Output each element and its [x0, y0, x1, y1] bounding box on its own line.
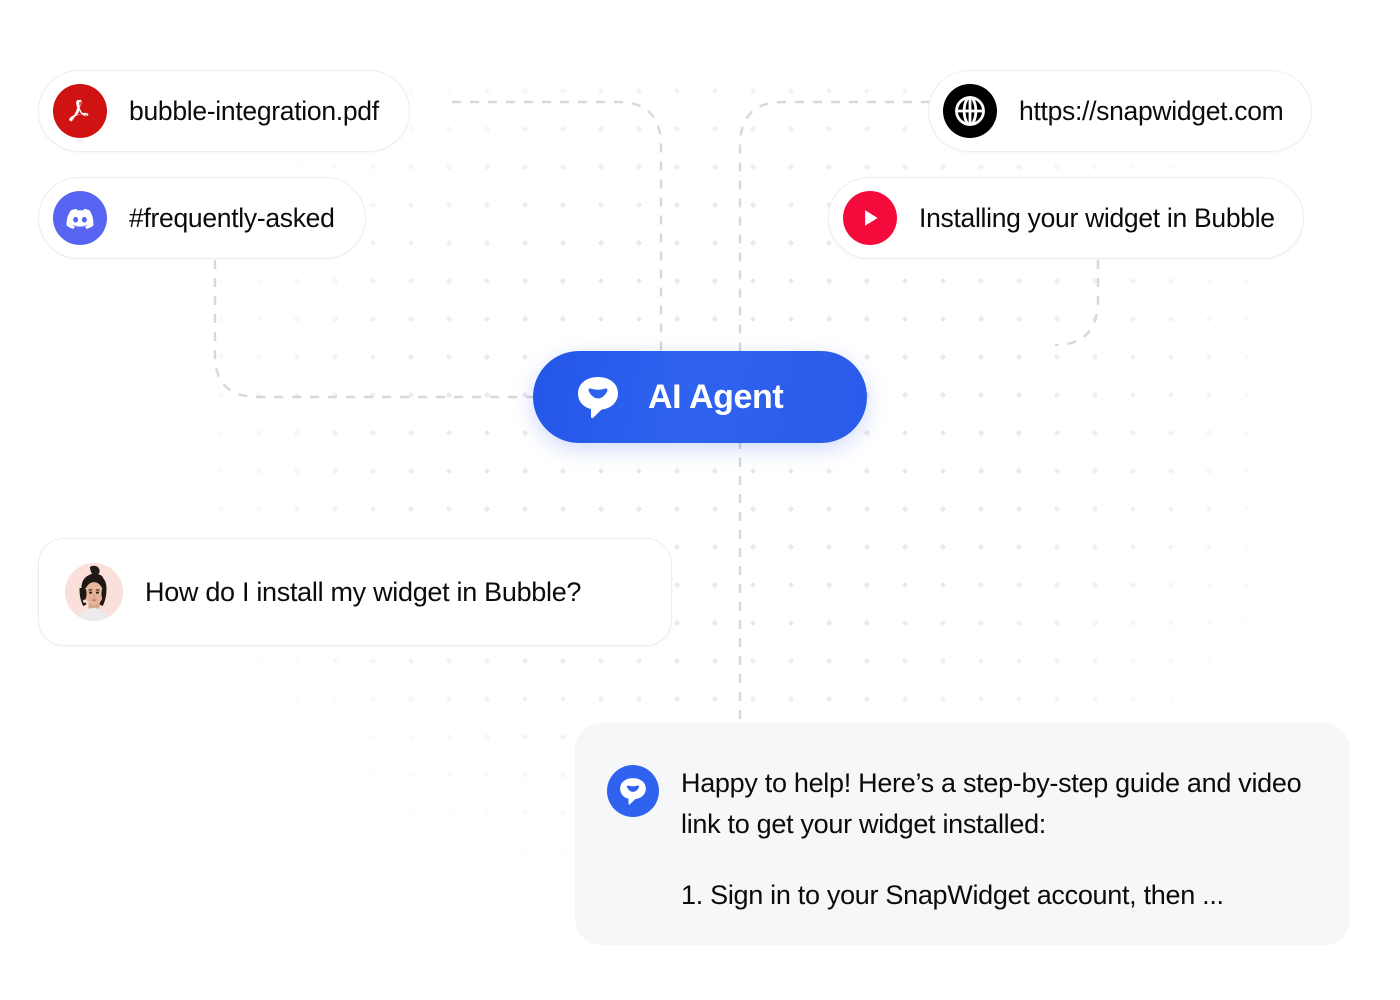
ai-answer-bubble: Happy to help! Here’s a step-by-step gui… [575, 723, 1350, 945]
pdf-icon [53, 84, 107, 138]
ai-answer-paragraph-2: 1. Sign in to your SnapWidget account, t… [681, 880, 1224, 911]
source-card-discord[interactable]: #frequently-asked [38, 177, 366, 259]
globe-icon [943, 84, 997, 138]
ai-answer-paragraph-1: Happy to help! Here’s a step-by-step gui… [681, 768, 1302, 840]
chat-bubble-icon [570, 369, 626, 425]
source-card-pdf-label: bubble-integration.pdf [129, 95, 379, 126]
ai-agent-node[interactable]: AI Agent [533, 351, 867, 443]
play-icon [843, 191, 897, 245]
user-question-card[interactable]: How do I install my widget in Bubble? [38, 538, 672, 646]
source-card-pdf[interactable]: bubble-integration.pdf [38, 70, 410, 152]
ai-agent-label: AI Agent [648, 378, 784, 416]
ai-answer-text: Happy to help! Here’s a step-by-step gui… [681, 763, 1316, 945]
source-card-video[interactable]: Installing your widget in Bubble [828, 177, 1304, 259]
discord-icon [53, 191, 107, 245]
source-card-website-label: https://snapwidget.com [1019, 95, 1284, 126]
source-card-video-label: Installing your widget in Bubble [919, 202, 1275, 233]
user-question-text: How do I install my widget in Bubble? [145, 576, 582, 607]
source-card-website[interactable]: https://snapwidget.com [928, 70, 1313, 152]
bot-avatar [607, 765, 659, 817]
user-avatar [65, 563, 123, 621]
source-card-discord-label: #frequently-asked [129, 202, 335, 233]
connector-discord-to-agent [213, 242, 548, 399]
